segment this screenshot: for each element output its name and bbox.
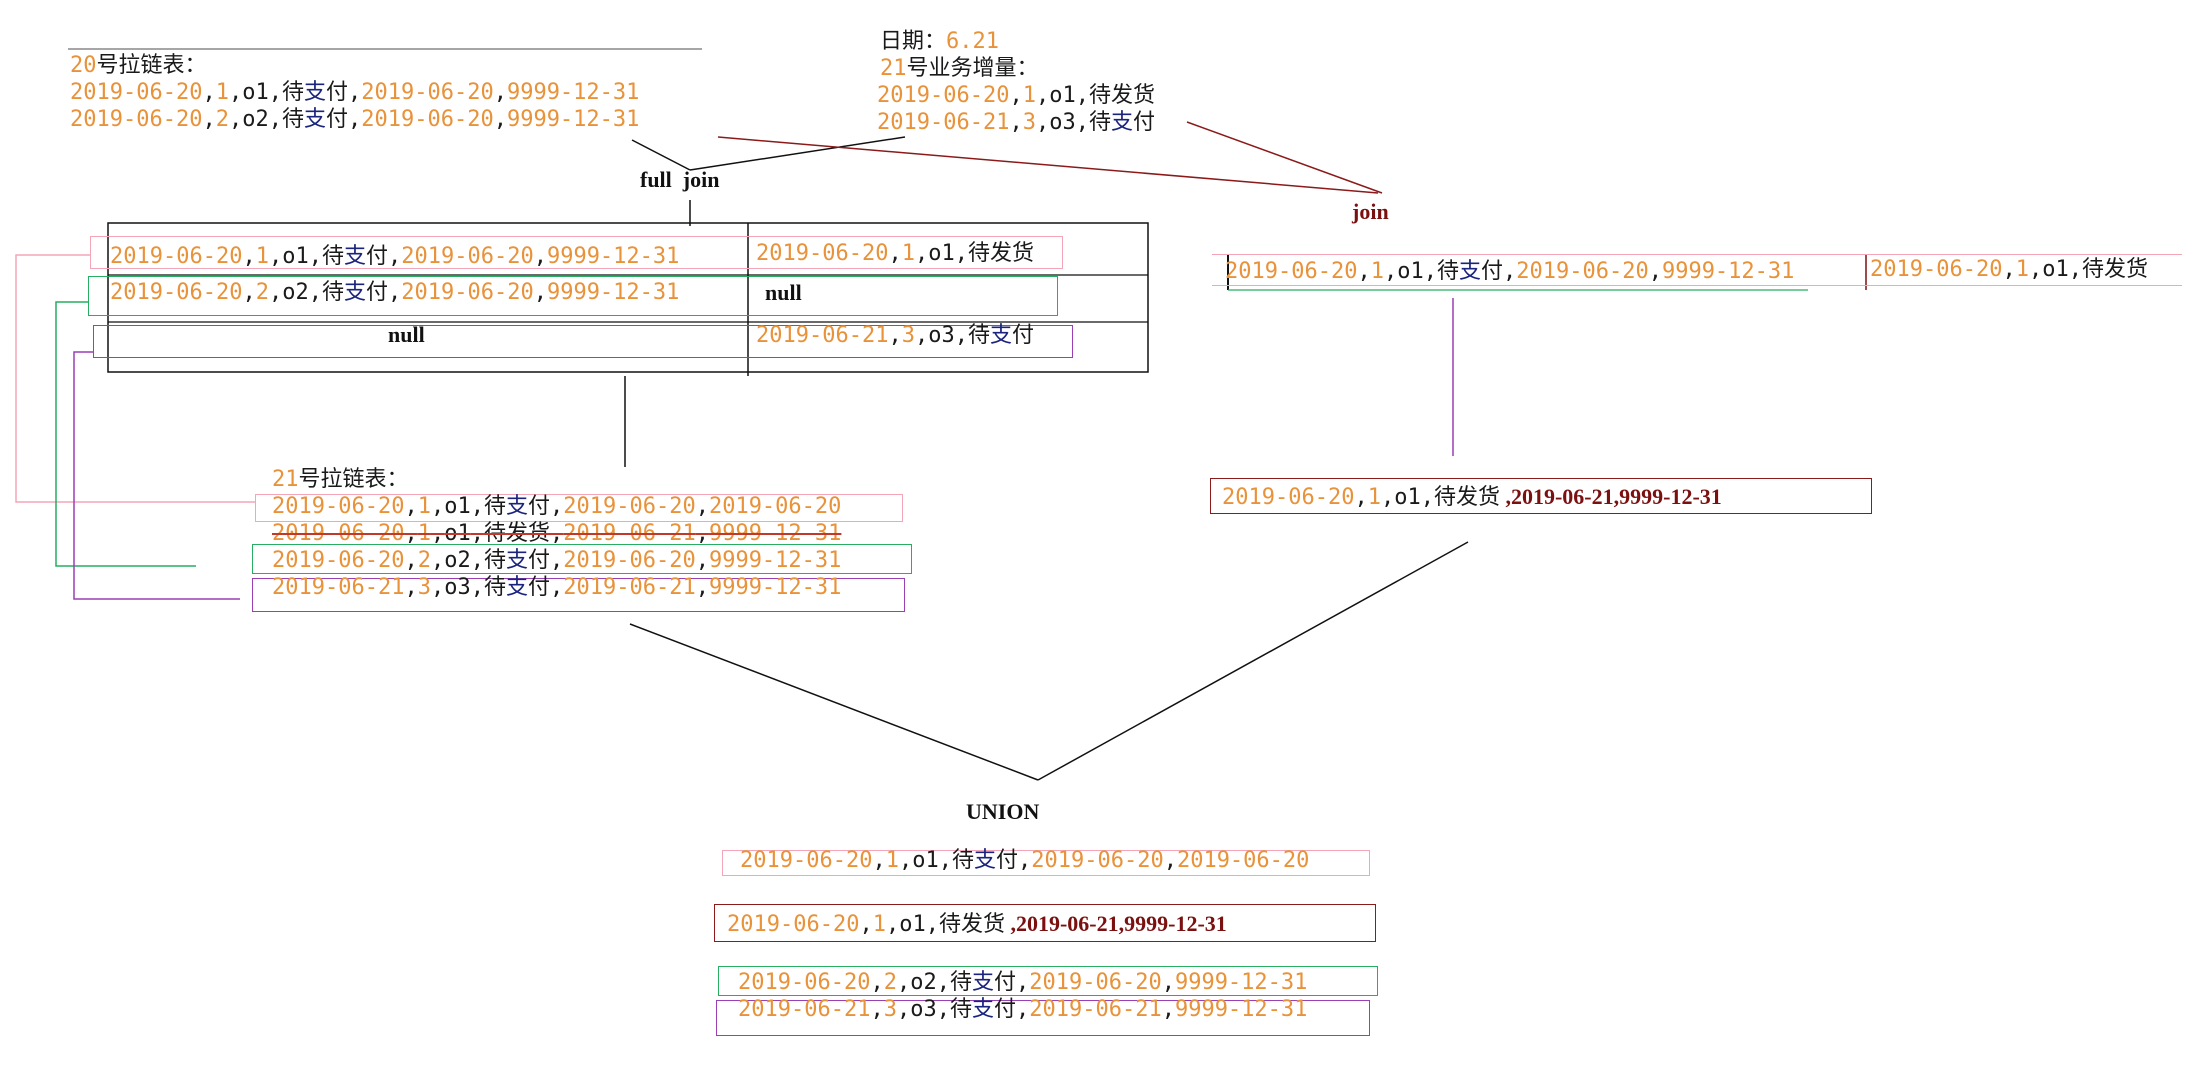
un-row-4-highlight: [716, 1000, 1370, 1036]
jres-row: 2019-06-20,1,o1,待发货 ,2019-06-21,9999-12-…: [1222, 484, 1722, 510]
un-row-2-highlight: [714, 904, 1376, 942]
t21-row-4-highlight: [252, 578, 905, 612]
t21-row-1: 2019-06-20,1,o1,待支付,2019-06-20,2019-06-2…: [272, 494, 842, 519]
date-value: 6.21: [946, 29, 999, 54]
fj-left-row-2: 2019-06-20,2,o2,待支付,2019-06-20,9999-12-3…: [110, 280, 680, 305]
fj-right-row-1: 2019-06-20,1,o1,待发货: [756, 241, 1034, 266]
fj-left-row-1: 2019-06-20,1,o1,待支付,2019-06-20,9999-12-3…: [110, 244, 680, 269]
fj-null-right: null: [765, 280, 802, 305]
fj-null-left: null: [388, 322, 425, 347]
t21-row-3: 2019-06-20,2,o2,待支付,2019-06-20,9999-12-3…: [272, 548, 842, 573]
t21-row-2: 2019-06-20,1,o1,待发货,2019-06-21,9999-12-3…: [272, 521, 842, 546]
fj-row-3-highlight: [93, 325, 1073, 358]
date-line: 日期：6.21: [880, 28, 999, 56]
union-label: UNION: [966, 799, 1040, 824]
jr-row-highlight: [1212, 254, 2182, 286]
t21-title: 21号拉链表：: [272, 467, 409, 492]
t20-title: 20号拉链表：: [70, 53, 207, 78]
t20-row-1: 2019-06-20,1,o1,待支付,2019-06-20,9999-12-3…: [70, 80, 640, 105]
purple-bracket: [73, 351, 240, 600]
fj-row-1-highlight: [90, 236, 1063, 269]
un-row-3: 2019-06-20,2,o2,待支付,2019-06-20,9999-12-3…: [738, 970, 1308, 995]
jres-box: [1210, 478, 1872, 514]
t20-row-2: 2019-06-20,2,o2,待支付,2019-06-20,9999-12-3…: [70, 107, 640, 132]
t21-row-3-highlight: [252, 544, 912, 574]
un-row-1: 2019-06-20,1,o1,待支付,2019-06-20,2019-06-2…: [740, 848, 1310, 873]
un-row-3-highlight: [718, 966, 1378, 996]
fj-line-right: [689, 136, 906, 171]
join-line-left: [717, 136, 1379, 194]
green-bracket: [55, 301, 196, 567]
fj-row-2-highlight: [88, 276, 1058, 316]
un-row-4: 2019-06-21,3,o3,待支付,2019-06-21,9999-12-3…: [738, 997, 1308, 1022]
t21-row-1-highlight: [255, 494, 903, 522]
fj-table-border: [107, 222, 1149, 373]
inc21-row-2: 2019-06-21,3,o3,待支付: [877, 110, 1155, 135]
date-label: 日期：: [880, 29, 947, 54]
un-row-2: 2019-06-20,1,o1,待发货 ,2019-06-21,9999-12-…: [727, 911, 1227, 937]
jr-right: 2019-06-20,1,o1,待发货: [1870, 257, 2148, 282]
inc21-row-1: 2019-06-20,1,o1,待发货: [877, 83, 1155, 108]
union-line-right: [1037, 541, 1469, 781]
fj-line-left: [631, 139, 691, 171]
pink-bracket: [15, 254, 255, 503]
t21-row-4: 2019-06-21,3,o3,待支付,2019-06-21,9999-12-3…: [272, 575, 842, 600]
fj-right-row-2: 2019-06-21,3,o3,待支付: [756, 323, 1034, 348]
un-row-1-highlight: [722, 850, 1370, 876]
full-join-label: full join: [640, 167, 720, 192]
jr-left: 2019-06-20,1,o1,待支付,2019-06-20,9999-12-3…: [1225, 259, 1795, 284]
union-line-left: [629, 623, 1039, 781]
join-label: join: [1352, 199, 1389, 224]
join-line-right: [1186, 121, 1383, 194]
inc21-title: 21号业务增量：: [880, 56, 1039, 81]
